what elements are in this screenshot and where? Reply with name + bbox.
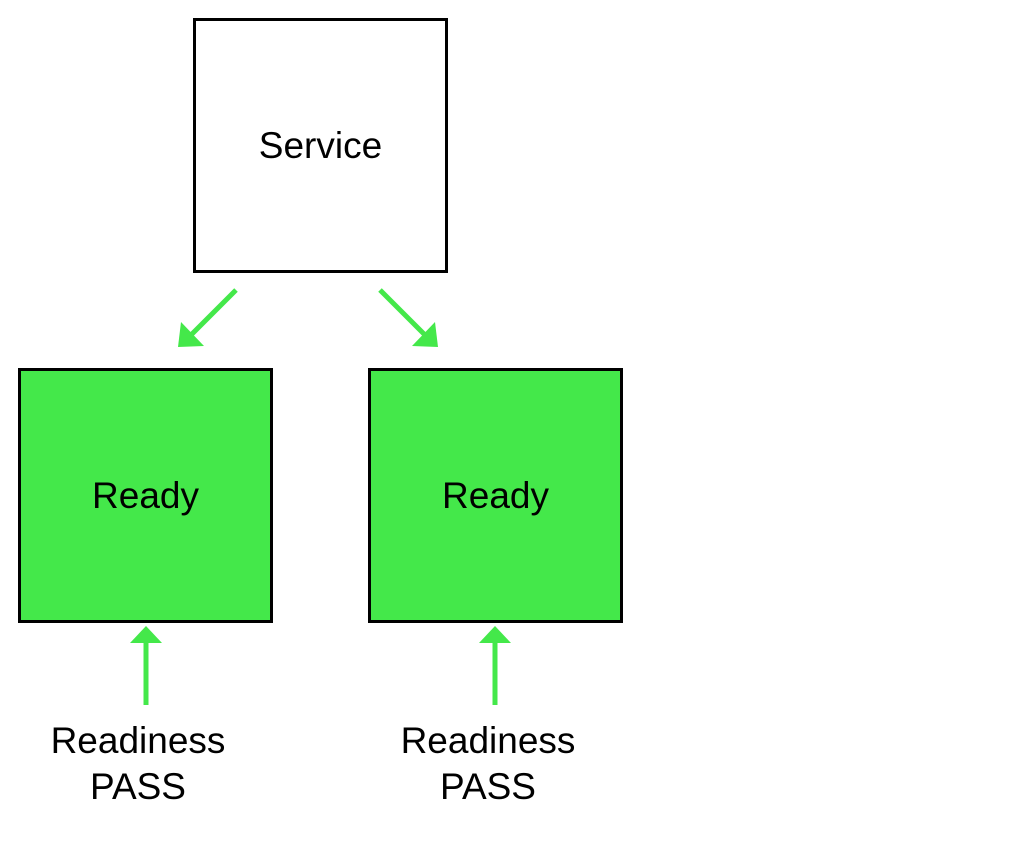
- pod-2-status-label: Ready: [442, 474, 549, 516]
- service-to-pod-2-arrow: [378, 288, 438, 347]
- probe-1-arrow: [130, 626, 162, 705]
- service-label: Service: [258, 124, 383, 166]
- pod-2-probe-label: Readiness: [400, 720, 576, 761]
- pod-1-probe-result: PASS: [90, 766, 186, 807]
- pod-node-2: Ready: [368, 368, 623, 623]
- service-to-pod-1-arrow: [178, 288, 238, 347]
- pod-2-probe-result: PASS: [440, 766, 536, 807]
- pod-2-probe-caption: Readiness PASS: [358, 718, 618, 810]
- service-node: Service: [193, 18, 448, 273]
- pod-node-1: Ready: [18, 368, 273, 623]
- probe-2-arrow: [479, 626, 511, 705]
- pod-1-probe-label: Readiness: [50, 720, 226, 761]
- pod-1-status-label: Ready: [92, 474, 199, 516]
- pod-1-probe-caption: Readiness PASS: [8, 718, 268, 810]
